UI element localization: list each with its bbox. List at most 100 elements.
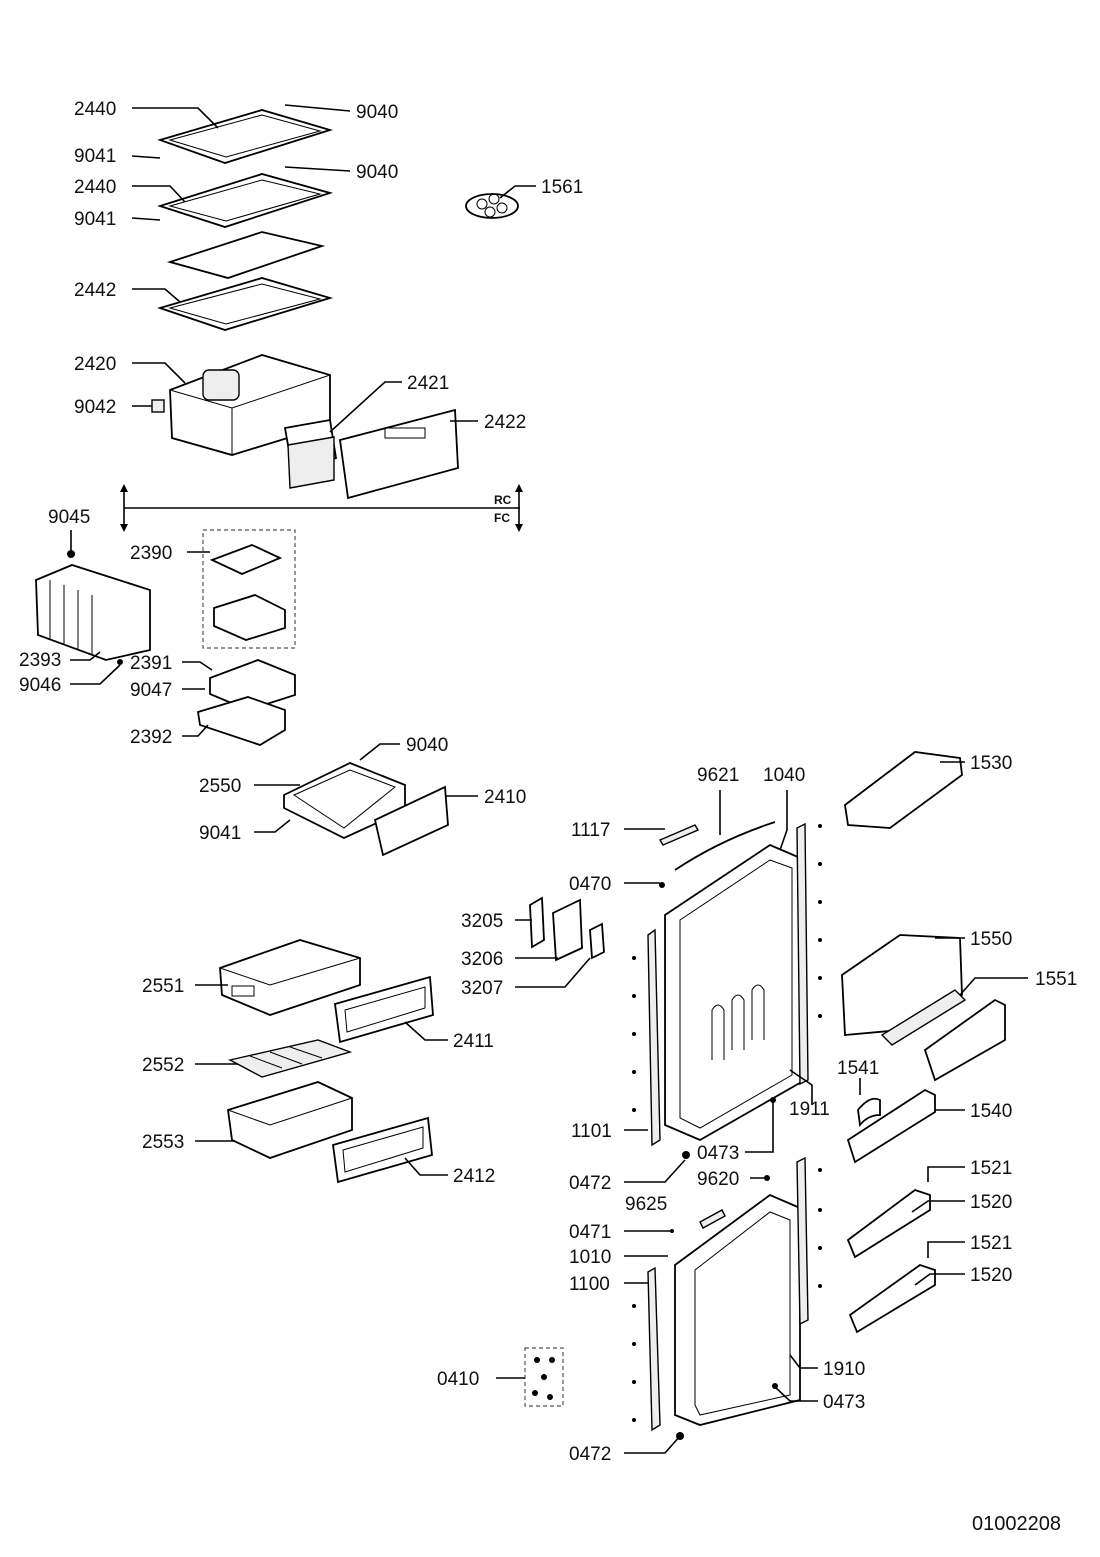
bottle-stop-1541 xyxy=(857,1097,881,1128)
hinge-cover-3206 xyxy=(552,898,583,962)
part-label: 2392 xyxy=(130,727,172,748)
part-label: 2393 xyxy=(19,650,61,671)
part-label: 9045 xyxy=(48,507,90,528)
part-label: 1521 xyxy=(970,1233,1012,1254)
upper-shelf-2440-b xyxy=(157,173,334,228)
part-label: 9040 xyxy=(356,102,398,123)
drawer-front-2410 xyxy=(373,785,449,857)
crisper-front-2422 xyxy=(338,408,459,500)
part-label: 0472 xyxy=(569,1444,611,1465)
part-label: 1550 xyxy=(970,929,1012,950)
part-label: 2442 xyxy=(74,280,116,301)
drawing-number: 01002208 xyxy=(972,1513,1061,1535)
part-label: 2551 xyxy=(142,976,184,997)
ice-tray-2391 xyxy=(209,659,296,711)
part-label: 2440 xyxy=(74,99,116,120)
part-label: 0473 xyxy=(697,1143,739,1164)
part-label: 3207 xyxy=(461,978,503,999)
ice-maker-2393 xyxy=(35,550,151,661)
leader-lines xyxy=(70,104,1028,1454)
part-label: 9042 xyxy=(74,397,116,418)
handle-9625 xyxy=(699,1209,726,1229)
fasteners xyxy=(117,659,778,1440)
door-gasket-1100 xyxy=(647,1266,661,1432)
part-label: 9047 xyxy=(130,680,172,701)
part-label: 0470 xyxy=(569,874,611,895)
door-strip-9621 xyxy=(674,821,776,871)
part-label: 2422 xyxy=(484,412,526,433)
screw-kit-0410 xyxy=(524,1347,564,1407)
upper-shelf-2440-a xyxy=(157,109,334,164)
part-label: 1040 xyxy=(763,765,805,786)
part-label: 1520 xyxy=(970,1265,1012,1286)
part-label: 2420 xyxy=(74,354,116,375)
part-label: 2552 xyxy=(142,1055,184,1076)
drawer-front-2411 xyxy=(334,975,434,1044)
part-label: 2440 xyxy=(74,177,116,198)
ice-bin-2392 xyxy=(196,696,286,746)
balcony-1520-a xyxy=(846,1188,931,1259)
egg-tray-1561 xyxy=(465,193,519,219)
part-label: 9041 xyxy=(74,209,116,230)
part-label: 1521 xyxy=(970,1158,1012,1179)
balcony-1520-b xyxy=(848,1264,936,1334)
part-label: 9040 xyxy=(406,735,448,756)
balcony-1530 xyxy=(844,751,963,829)
hinge-part-3207 xyxy=(589,922,605,960)
drawer-front-2412 xyxy=(332,1116,433,1184)
part-labels: 2440 9040 9041 9040 2440 9041 1561 2442 … xyxy=(19,99,1077,1535)
part-label: 0472 xyxy=(569,1173,611,1194)
part-label: 2550 xyxy=(199,776,241,797)
part-label: 9041 xyxy=(199,823,241,844)
part-label: 2391 xyxy=(130,653,172,674)
part-label: 9620 xyxy=(697,1169,739,1190)
part-label: 1530 xyxy=(970,753,1012,774)
glass-cover xyxy=(166,231,326,279)
part-label: 0410 xyxy=(437,1369,479,1390)
part-label: 3206 xyxy=(461,949,503,970)
drawer-2551 xyxy=(219,939,361,1016)
shelf-2442 xyxy=(157,277,334,331)
part-label: 3205 xyxy=(461,911,503,932)
part-label: 1101 xyxy=(571,1121,612,1142)
part-label: 1540 xyxy=(970,1101,1012,1122)
door-gasket-1101 xyxy=(647,928,661,1147)
balcony-cover xyxy=(923,998,1006,1082)
part-label: 1551 xyxy=(1035,969,1077,990)
part-label: 1910 xyxy=(823,1359,865,1380)
part-label: 9046 xyxy=(19,675,61,696)
ice-dispenser-group-2390 xyxy=(202,529,296,649)
part-label: 0471 xyxy=(569,1222,611,1243)
part-label: 1100 xyxy=(569,1274,610,1295)
freezer-side-rail xyxy=(796,1156,809,1326)
handle-1117 xyxy=(658,824,700,846)
part-label: 2390 xyxy=(130,543,172,564)
fridge-door-1040 xyxy=(664,843,806,1142)
part-label: 2553 xyxy=(142,1132,184,1153)
part-label: 1561 xyxy=(541,177,583,198)
part-label: 9040 xyxy=(356,162,398,183)
freezer-door-1010 xyxy=(674,1193,801,1426)
part-label: 1010 xyxy=(569,1247,611,1268)
part-label: 1520 xyxy=(970,1192,1012,1213)
wire-grid-2552 xyxy=(228,1039,353,1078)
part-label: 2411 xyxy=(453,1031,494,1052)
zone-tag-rc: RC xyxy=(494,493,512,507)
part-label: 0473 xyxy=(823,1392,865,1413)
fridge-side-rail xyxy=(796,822,809,1086)
screw-dots xyxy=(632,824,822,1422)
balcony-1550 xyxy=(841,934,963,1036)
part-label: 2412 xyxy=(453,1166,495,1187)
hinge-3205 xyxy=(529,896,545,949)
balcony-1540 xyxy=(846,1088,936,1164)
part-label: 1117 xyxy=(571,820,610,841)
part-label: 2410 xyxy=(484,787,526,808)
drawer-2553 xyxy=(227,1081,353,1159)
part-label: 2421 xyxy=(407,373,449,394)
egg-holder-1551 xyxy=(880,989,967,1046)
part-label: 1541 xyxy=(837,1058,879,1079)
zone-divider xyxy=(120,484,523,532)
part-label: 1911 xyxy=(789,1099,830,1120)
part-label: 9625 xyxy=(625,1194,667,1215)
